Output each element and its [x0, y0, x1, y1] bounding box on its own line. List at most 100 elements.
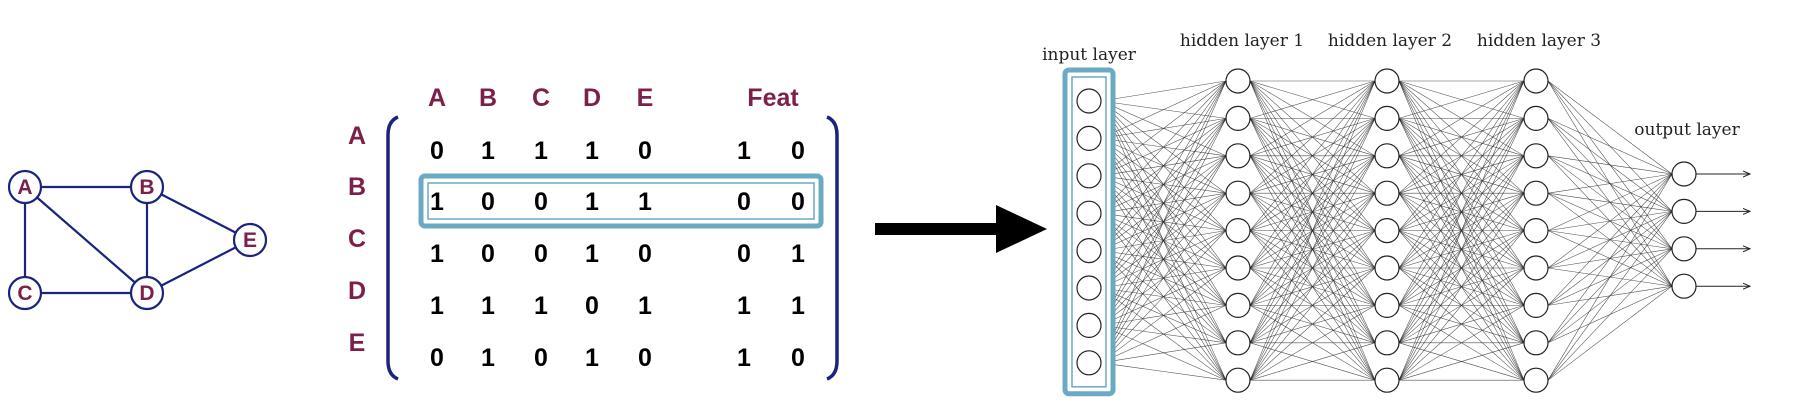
matrix-cell: 0 — [585, 292, 599, 320]
nn-connections — [1100, 80, 1673, 381]
feature-cell: 1 — [791, 240, 805, 268]
matrix-cell: 1 — [481, 344, 495, 372]
feature-cell: 0 — [737, 188, 751, 216]
matrix-cell: 0 — [534, 188, 548, 216]
matrix-cell: 1 — [585, 137, 599, 165]
neuron-layer-2 — [1374, 367, 1400, 393]
layer-label-0: input layer — [1042, 45, 1137, 65]
matrix-cell: 0 — [638, 240, 652, 268]
matrix-col-header-c: C — [532, 84, 550, 112]
matrix-cell: 1 — [638, 188, 652, 216]
matrix-cell: 1 — [430, 240, 444, 268]
matrix-col-header-a: A — [428, 84, 446, 112]
neuron-layer-3 — [1523, 68, 1549, 94]
neuron-layer-2 — [1374, 292, 1400, 318]
layer-label-3: hidden layer 3 — [1477, 31, 1601, 51]
matrix-cell: 0 — [430, 344, 444, 372]
neuron-layer-0 — [1076, 125, 1102, 151]
matrix-cell: 1 — [534, 137, 548, 165]
neuron-layer-1 — [1225, 367, 1251, 393]
neuron-layer-1 — [1225, 105, 1251, 132]
feature-cell: 0 — [791, 188, 805, 216]
graph-node-b: B — [129, 169, 165, 205]
neuron-layer-1 — [1225, 292, 1251, 318]
matrix-cell: 1 — [430, 292, 444, 320]
matrix-cell: 0 — [481, 188, 495, 216]
matrix-col-header-e: E — [637, 84, 654, 112]
neuron-layer-2 — [1374, 68, 1400, 94]
graph-node-label: D — [139, 282, 154, 305]
connections-layer-2-to-3 — [1398, 80, 1525, 381]
neuron-layer-3 — [1523, 218, 1549, 244]
matrix-cell: 1 — [481, 292, 495, 320]
neuron-layer-4 — [1671, 273, 1697, 299]
neuron-layer-1 — [1225, 68, 1251, 94]
graph-edge-d-e — [146, 239, 251, 294]
matrix-cell: 0 — [534, 240, 548, 268]
neuron-layer-1 — [1225, 255, 1251, 281]
neuron-layer-3 — [1523, 143, 1549, 169]
feature-cell: 1 — [737, 292, 751, 320]
connections-layer-1-to-2 — [1249, 80, 1376, 381]
output-arrows — [1696, 174, 1750, 286]
graph-edge-a-d — [24, 186, 148, 294]
neuron-layer-2 — [1374, 330, 1400, 356]
matrix-col-header-d: D — [583, 84, 601, 112]
neuron-layer-0 — [1076, 200, 1102, 226]
neuron-layer-1 — [1225, 143, 1251, 169]
graph-node-d: D — [129, 275, 165, 311]
neuron-layer-4 — [1671, 161, 1697, 187]
neuron-layer-0 — [1076, 238, 1102, 264]
input-layer-box-outer — [1062, 67, 1116, 397]
neuron-layer-0 — [1076, 350, 1102, 376]
neuron-layer-3 — [1523, 180, 1549, 206]
graph-node-c: C — [7, 275, 43, 311]
connections-layer-0-to-1 — [1100, 80, 1227, 381]
matrix-col-header-b: B — [479, 84, 497, 112]
neuron-layer-3 — [1523, 330, 1549, 356]
neuron-layer-2 — [1374, 218, 1400, 244]
neuron-layer-1 — [1225, 218, 1251, 244]
matrix-cell: 0 — [638, 344, 652, 372]
matrix-row-header-a: A — [348, 122, 366, 150]
matrix-cell: 1 — [534, 292, 548, 320]
neuron-layer-0 — [1076, 312, 1102, 338]
matrix-cell: 0 — [638, 137, 652, 165]
feature-cell: 0 — [791, 344, 805, 372]
graph-node-label: A — [17, 176, 32, 199]
matrix-row-header-b: B — [348, 173, 366, 201]
neuron-layer-0 — [1076, 275, 1102, 301]
flow-arrow — [875, 205, 1047, 253]
matrix-row-header-c: C — [348, 225, 366, 253]
neuron-layer-3 — [1523, 105, 1549, 132]
neuron-layer-3 — [1523, 367, 1549, 393]
layer-label-1: hidden layer 1 — [1180, 31, 1304, 51]
feature-cell: 1 — [791, 292, 805, 320]
matrix-cell: 1 — [638, 292, 652, 320]
matrix-right-bracket — [826, 115, 839, 381]
arrow-shaft — [875, 223, 1000, 235]
input-layer-highlight — [1062, 67, 1116, 397]
matrix-left-bracket — [386, 115, 399, 381]
highlighted-row-box — [418, 173, 824, 229]
neuron-layer-4 — [1671, 236, 1697, 262]
matrix-cell: 0 — [430, 137, 444, 165]
matrix-column-headers: A B C D E — [428, 84, 653, 112]
feat-header: Feat — [747, 84, 799, 112]
nn-neurons — [1076, 68, 1697, 393]
neuron-layer-1 — [1225, 180, 1251, 206]
graph-node-label: E — [243, 229, 257, 252]
connections-layer-3-to-4 — [1547, 80, 1673, 381]
matrix-cell: 0 — [481, 240, 495, 268]
neuron-layer-2 — [1374, 255, 1400, 281]
neuron-layer-3 — [1523, 255, 1549, 281]
neuron-layer-0 — [1076, 88, 1102, 114]
graph-nodes: A B C D E — [7, 169, 268, 311]
highlight-outer — [418, 173, 824, 229]
